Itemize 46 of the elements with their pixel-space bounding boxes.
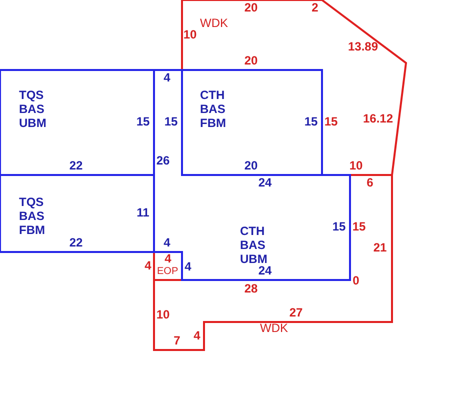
dimension-label: 0 xyxy=(352,274,360,288)
room-label: WDK xyxy=(260,321,289,335)
room-outline xyxy=(182,0,406,175)
dimension-label: 15 xyxy=(136,116,150,128)
dimension-label: 15 xyxy=(324,116,338,128)
dimension-label: 27 xyxy=(289,306,303,320)
dimension-label: 4 xyxy=(164,236,170,250)
dimension-label: 2 xyxy=(312,2,318,14)
dimension-label: 22 xyxy=(69,160,83,172)
dimension-label: 20 xyxy=(244,2,258,14)
room-label: CTH BAS UBM xyxy=(240,224,268,266)
room-outline xyxy=(0,70,154,175)
room-outline xyxy=(182,70,322,175)
dimension-label: 21 xyxy=(373,242,387,254)
room-label: TQS BAS UBM xyxy=(19,88,48,130)
dimension-label: 10 xyxy=(349,160,363,172)
dimension-label: 11 xyxy=(136,206,150,220)
dimension-label: 10 xyxy=(183,28,197,42)
dimension-label: 26 xyxy=(156,154,170,168)
room-label: TQS BAS FBM xyxy=(19,195,46,237)
room-outline xyxy=(0,175,154,252)
dimension-label: 15 xyxy=(332,220,346,234)
dimension-label: 24 xyxy=(258,264,272,278)
room-outline xyxy=(154,70,350,280)
dimension-label: 13.89 xyxy=(348,40,378,54)
dimension-label: 4 xyxy=(164,252,172,266)
dimension-label: 6 xyxy=(366,176,374,190)
dimension-label: 4 xyxy=(194,330,200,342)
dimension-label: 15 xyxy=(304,116,318,128)
room-label: EOP xyxy=(157,266,180,277)
dimension-label: 24 xyxy=(258,176,272,190)
dimension-label: 4 xyxy=(184,260,192,274)
room-outline xyxy=(154,175,392,350)
dimension-label: 4 xyxy=(144,260,152,272)
dimension-label: 22 xyxy=(69,236,83,250)
room-label: WDK xyxy=(200,16,229,30)
room-label: CTH BAS FBM xyxy=(200,88,227,130)
dimension-label: 20 xyxy=(244,54,258,68)
dimension-label: 16.12 xyxy=(362,112,394,126)
dimension-label: 15 xyxy=(164,116,178,128)
dimension-label: 7 xyxy=(174,334,180,348)
dimension-label: 15 xyxy=(352,220,366,234)
dimension-label: 20 xyxy=(244,160,258,172)
dimension-label: 4 xyxy=(164,72,170,84)
dimension-label: 28 xyxy=(244,282,258,296)
dimension-label: 10 xyxy=(156,308,170,322)
